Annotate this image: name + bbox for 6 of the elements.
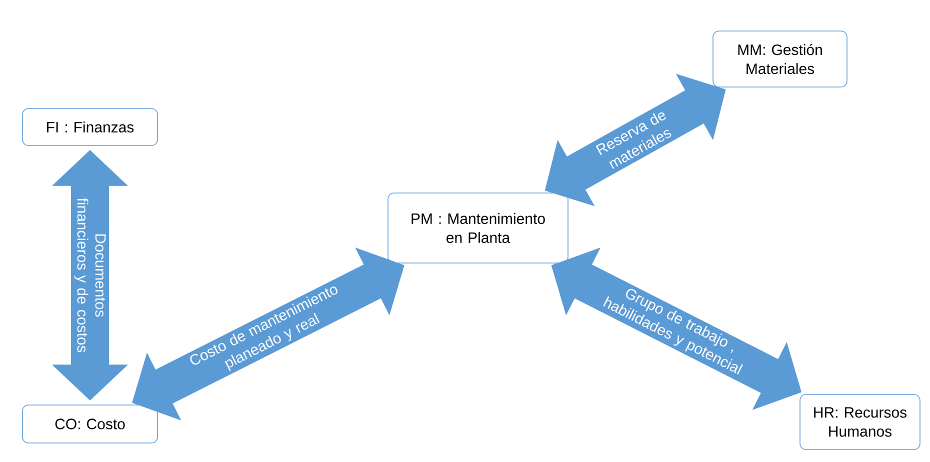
module-box: MM: Gestión Materiales — [712, 30, 848, 88]
module-box: PM : Mantenimiento en Planta — [388, 192, 568, 264]
module-box: HR: Recursos Humanos — [800, 394, 920, 450]
module-box: CO: Costo — [22, 404, 158, 444]
module-box: FI : Finanzas — [22, 108, 158, 146]
edge-label: Documentos financieros y de costos — [74, 198, 106, 352]
